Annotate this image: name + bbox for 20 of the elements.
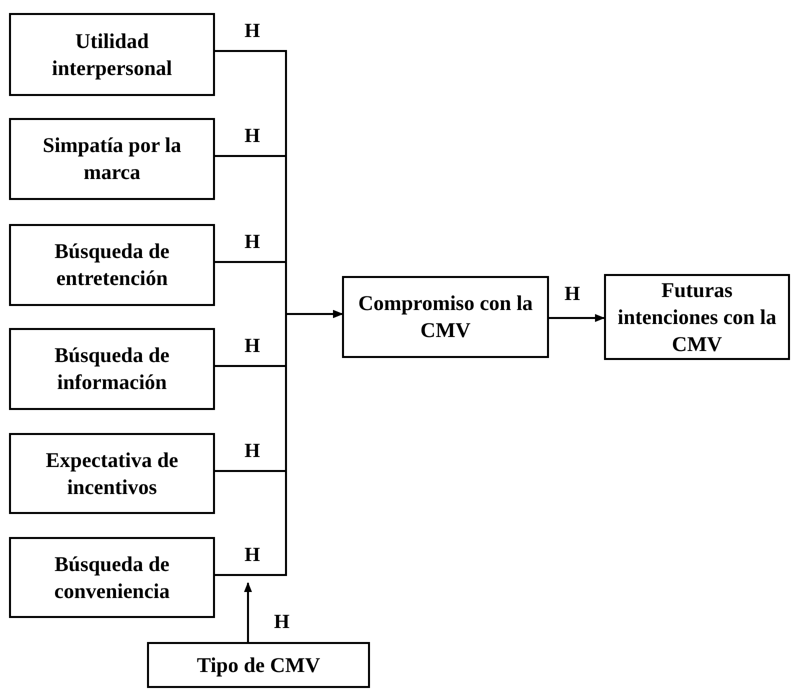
edge-label: H — [244, 125, 260, 147]
concept-box: Simpatía por la marca — [9, 118, 215, 200]
edge-label: H — [244, 335, 260, 357]
concept-box: Búsqueda de entretención — [9, 224, 215, 306]
edge-label: H — [244, 544, 260, 566]
arrow — [215, 310, 343, 576]
edge-label: H — [244, 440, 260, 462]
edge-label: H — [244, 231, 260, 253]
concept-box: Búsqueda de conveniencia — [9, 537, 215, 618]
arrow — [244, 582, 252, 642]
concept-box: Compromiso con la CMV — [342, 276, 549, 358]
concept-box: Utilidad interpersonal — [9, 13, 215, 96]
concept-box: Expectativa de incentivos — [9, 433, 215, 514]
edge-label: H — [244, 20, 260, 42]
edge-label: H — [274, 611, 290, 633]
edge-label: H — [564, 283, 580, 305]
arrow — [549, 314, 605, 322]
concept-box: Tipo de CMV — [147, 642, 370, 688]
concept-box: Búsqueda de información — [9, 328, 215, 410]
concept-box: Futuras intenciones con la CMV — [604, 274, 790, 360]
